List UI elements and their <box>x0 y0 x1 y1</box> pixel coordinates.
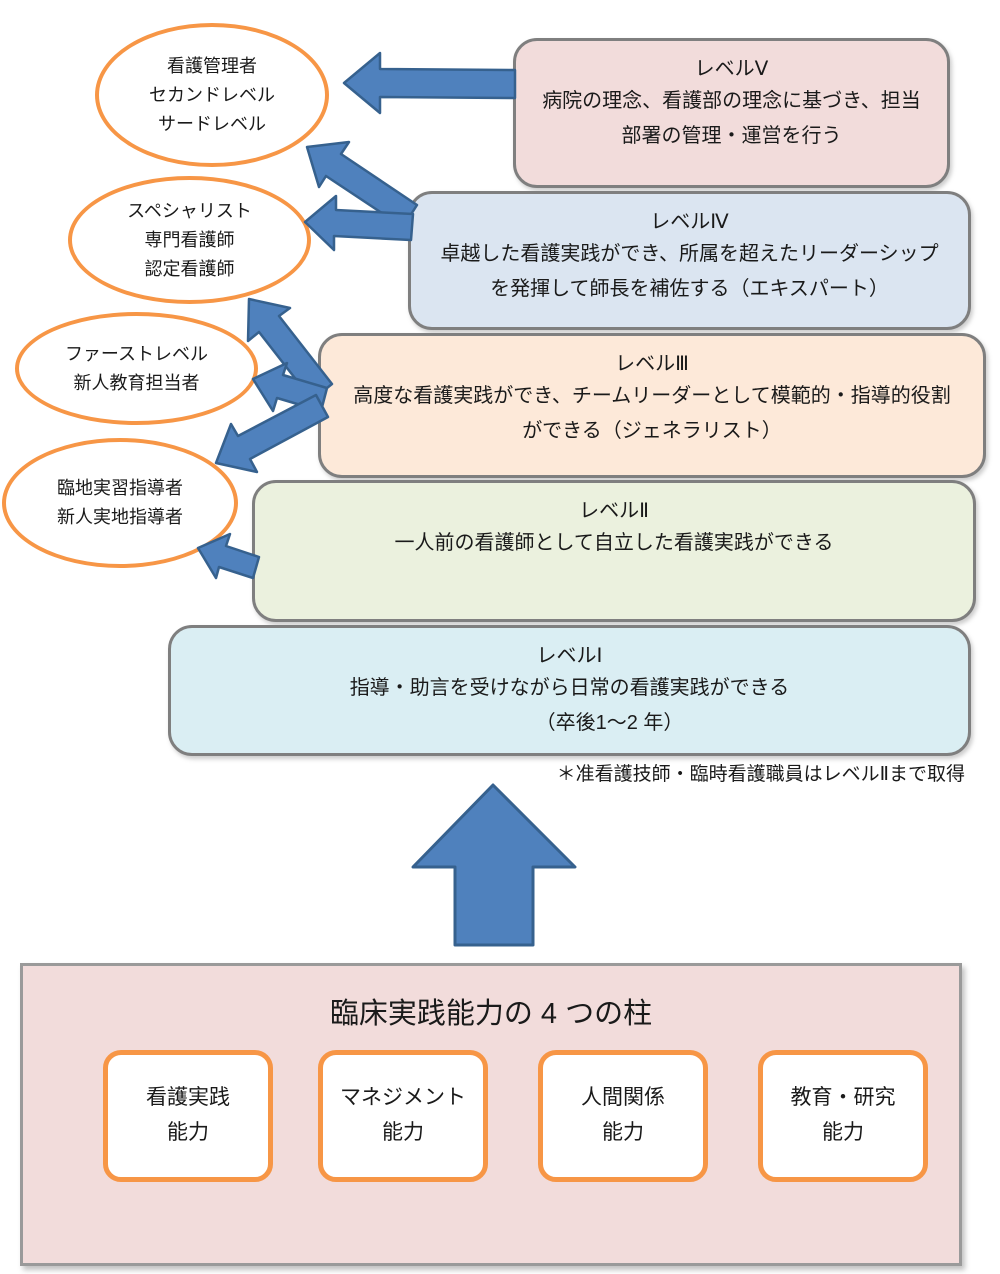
ellipse-4-line-1: 臨地実習指導者 <box>57 478 183 498</box>
pillar-1-line-2: 能力 <box>167 1121 209 1144</box>
level-box-4: レベルⅣ 卓越した看護実践ができ、所属を超えたリーダーシップ を発揮して師長を補… <box>408 191 971 330</box>
level-box-5: レベルⅤ 病院の理念、看護部の理念に基づき、担当 部署の管理・運営を行う <box>513 38 950 188</box>
ellipse-1-line-1: 看護管理者 <box>167 55 257 76</box>
level-1-subnote-text: （卒後1～2 年） <box>535 712 684 734</box>
pillar-4-line-1: 教育・研究 <box>790 1086 896 1109</box>
level-3-desc-line-1: 高度な看護実践ができ、チームリーダーとして模範的・指導的役割 <box>353 385 951 407</box>
ellipse-2-line-3: 認定看護師 <box>144 258 235 279</box>
arrow-level4-to-managers-icon <box>305 140 419 229</box>
level-3-description: 高度な看護実践ができ、チームリーダーとして模範的・指導的役割 ができる（ジェネラ… <box>321 379 983 449</box>
pillar-management: マネジメント 能力 <box>318 1050 488 1182</box>
pillar-2-line-2: 能力 <box>382 1121 424 1144</box>
pillar-2-line-1: マネジメント <box>340 1086 466 1109</box>
ellipse-nurse-managers: 看護管理者 セカンドレベル サードレベル <box>95 23 329 167</box>
level-5-description: 病院の理念、看護部の理念に基づき、担当 部署の管理・運営を行う <box>516 84 947 154</box>
arrow-level5-to-managers-icon <box>342 51 517 115</box>
level-1-subnote: （卒後1～2 年） <box>171 706 968 741</box>
big-up-arrow-icon <box>411 783 577 947</box>
level-1-description: 指導・助言を受けながら日常の看護実践ができる <box>171 671 968 706</box>
level-box-2: レベルⅡ 一人前の看護師として自立した看護実践ができる <box>252 480 976 622</box>
level-5-desc-line-1: 病院の理念、看護部の理念に基づき、担当 <box>542 90 921 112</box>
ellipse-3-line-2: 新人教育担当者 <box>73 372 200 393</box>
pillar-3-line-2: 能力 <box>602 1121 644 1144</box>
level-3-desc-line-2: ができる（ジェネラリスト） <box>522 420 782 442</box>
pillar-1-line-1: 看護実践 <box>146 1086 230 1109</box>
level-4-desc-line-2: を発揮して師長を補佐する（エキスパート） <box>490 278 889 300</box>
pillars-title: 臨床実践能力の 4 つの柱 <box>329 998 653 1030</box>
ellipse-3-line-1: ファーストレベル <box>64 343 209 364</box>
pillar-3-line-1: 人間関係 <box>581 1086 665 1109</box>
ellipse-2-line-2: 専門看護師 <box>144 229 235 250</box>
pillars-panel: 臨床実践能力の 4 つの柱 看護実践 能力 マネジメント 能力 人間関係 能力 … <box>20 963 962 1266</box>
arrow-level3-to-first-level-icon <box>251 361 329 413</box>
footnote: ＊准看護技師・臨時看護職員はレベルⅡまで取得 <box>556 764 965 785</box>
level-2-title: レベルⅡ <box>579 500 649 522</box>
ellipse-4-line-2: 新人実地指導者 <box>57 507 183 527</box>
arrow-level4-to-specialists-icon <box>303 194 415 252</box>
level-4-description: 卓越した看護実践ができ、所属を超えたリーダーシップ を発揮して師長を補佐する（エ… <box>411 237 968 307</box>
ellipse-1-line-3: サードレベル <box>158 113 266 134</box>
pillar-4-line-2: 能力 <box>822 1121 864 1144</box>
arrow-level3-to-instructors-icon <box>214 393 330 474</box>
pillar-education-research: 教育・研究 能力 <box>758 1050 928 1182</box>
ellipse-2-line-1: スペシャリスト <box>127 200 252 221</box>
level-1-title: レベルⅠ <box>536 645 603 667</box>
level-box-1: レベルⅠ 指導・助言を受けながら日常の看護実践ができる （卒後1～2 年） <box>168 625 971 756</box>
pillar-human-relations: 人間関係 能力 <box>538 1050 708 1182</box>
level-5-title: レベルⅤ <box>694 58 769 80</box>
ellipse-specialists: スペシャリスト 専門看護師 認定看護師 <box>68 176 311 304</box>
level-3-title: レベルⅢ <box>615 353 689 375</box>
level-box-3: レベルⅢ 高度な看護実践ができ、チームリーダーとして模範的・指導的役割 ができる… <box>318 333 986 478</box>
level-2-desc-line-1: 一人前の看護師として自立した看護実践ができる <box>394 532 834 554</box>
level-5-desc-line-2: 部署の管理・運営を行う <box>621 125 842 147</box>
level-4-title: レベルⅣ <box>650 211 729 233</box>
level-2-description: 一人前の看護師として自立した看護実践ができる <box>255 526 973 561</box>
level-1-desc-line-1: 指導・助言を受けながら日常の看護実践ができる <box>349 677 790 699</box>
ellipse-first-level-educators: ファーストレベル 新人教育担当者 <box>15 312 258 425</box>
pillar-nursing-practice: 看護実践 能力 <box>103 1050 273 1182</box>
level-4-desc-line-1: 卓越した看護実践ができ、所属を超えたリーダーシップ <box>440 243 939 265</box>
ellipse-1-line-2: セカンドレベル <box>149 84 275 105</box>
ellipse-clinical-instructors: 臨地実習指導者 新人実地指導者 <box>2 438 238 568</box>
